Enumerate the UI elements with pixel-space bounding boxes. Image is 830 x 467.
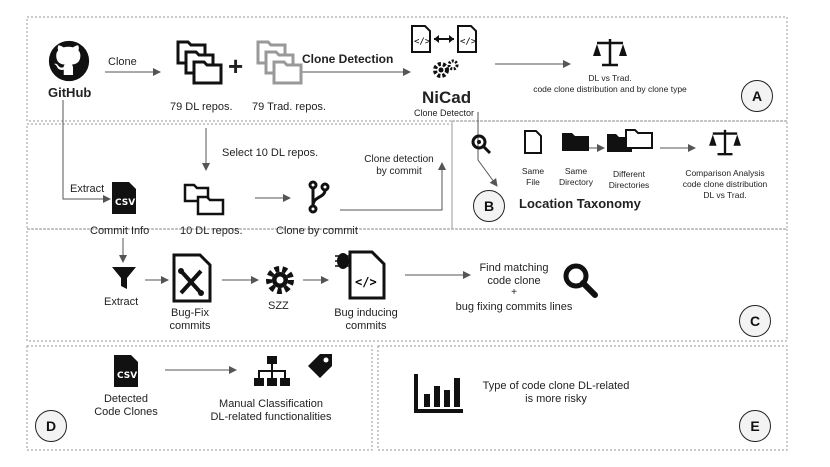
- search-icon: [563, 263, 598, 298]
- szz-label: SZZ: [268, 300, 289, 312]
- gear-icon: [433, 59, 459, 78]
- manual-line2: DL-related functionalities: [210, 411, 332, 423]
- clone-by-commit-label: Clone by commit: [276, 225, 358, 237]
- plus-sign: +: [228, 51, 244, 81]
- search-icon: [471, 134, 492, 155]
- detected-line2: Code Clones: [94, 406, 158, 418]
- filter-icon: [112, 267, 136, 289]
- github-label: GitHub: [48, 85, 92, 100]
- section-d-box: [26, 345, 373, 451]
- github-icon: [48, 40, 90, 82]
- svg-text:</>: </>: [355, 275, 377, 289]
- arrow-extract: [62, 100, 111, 203]
- arrow-nicad-to-b: [477, 112, 498, 187]
- section-c-badge: C: [739, 305, 771, 337]
- commit-info-label: Commit Info: [90, 225, 150, 237]
- section-c-box: [26, 228, 788, 342]
- same-file-line1: Same: [521, 166, 545, 176]
- svg-text:</>: </>: [414, 37, 431, 47]
- detected-line1: Detected: [103, 393, 149, 405]
- svg-text:</>: </>: [460, 37, 477, 47]
- section-a-box: [26, 16, 788, 122]
- dl-repos-label: 79 DL repos.: [170, 101, 233, 113]
- select-label: Select 10 DL repos.: [222, 147, 319, 159]
- same-dir-line2: Directory: [558, 177, 593, 187]
- hierarchy-icon: [254, 356, 290, 386]
- section-a-badge: A: [741, 80, 773, 112]
- comparison-line2: code clone distribution: [682, 179, 768, 189]
- csv-icon: CSV: [112, 182, 136, 214]
- section-e-badge: E: [739, 410, 771, 442]
- clone-detection-icon: </> </>: [411, 25, 477, 53]
- manual-line1: Manual Classification: [219, 398, 323, 410]
- comparison-line1: Comparison Analysis: [685, 168, 765, 178]
- same-file-line2: File: [526, 177, 540, 187]
- tag-icon: [308, 354, 332, 378]
- find-line4: bug fixing commits lines: [455, 301, 573, 313]
- folder-icon: [562, 133, 589, 151]
- section-e-line1: Type of code clone DL-related: [482, 380, 630, 392]
- bug-code-icon: </>: [335, 250, 386, 300]
- bug-fix-line2: commits: [169, 320, 211, 332]
- nicad-label: NiCad: [422, 88, 472, 107]
- clone-detection-label: Clone Detection: [302, 52, 394, 66]
- bug-inducing-line1: Bug inducing: [334, 307, 398, 319]
- folders-icon: [176, 40, 223, 85]
- section-e-box: [377, 345, 788, 451]
- bar-chart-icon: [414, 374, 463, 413]
- clone-detect-commit-line2: by commit: [376, 166, 422, 177]
- branch-icon: [308, 180, 330, 214]
- commit-box: [26, 123, 453, 230]
- section-e-line2: is more risky: [525, 393, 587, 405]
- find-line1: Find matching: [479, 262, 549, 274]
- scale-icon: [593, 39, 627, 67]
- find-line2: code clone: [487, 275, 541, 287]
- extract-c-label: Extract: [104, 296, 139, 308]
- comparison-line3: DL vs Trad.: [703, 190, 747, 200]
- same-dir-line1: Same: [564, 166, 588, 176]
- gear-icon: [266, 266, 294, 294]
- bug-inducing-line2: commits: [345, 320, 387, 332]
- diff-dirs-line1: Different: [613, 169, 645, 179]
- section-d-badge: D: [35, 410, 67, 442]
- folders-icon: [256, 40, 303, 85]
- folder-icon: [607, 129, 653, 152]
- result-a-line1: DL vs Trad.: [588, 73, 632, 83]
- svg-text:CSV: CSV: [115, 198, 135, 208]
- clone-detect-commit-line1: Clone detection: [364, 154, 434, 165]
- nicad-sub-label: Clone Detector: [414, 108, 475, 118]
- folders-icon: [183, 183, 225, 216]
- arrow-commit-to-detect: [340, 162, 446, 211]
- diff-dirs-line2: Directories: [608, 180, 650, 190]
- clone-label: Clone: [108, 56, 137, 68]
- result-a-line2: code clone distribution and by clone typ…: [533, 84, 687, 94]
- extract-label: Extract: [70, 183, 105, 195]
- trad-repos-label: 79 Trad. repos.: [252, 101, 326, 113]
- ten-dl-repos-label: 10 DL repos.: [180, 225, 243, 237]
- bug-fix-icon: [172, 253, 212, 303]
- section-b-badge: B: [473, 190, 505, 222]
- csv-icon: CSV: [114, 355, 138, 387]
- svg-text:CSV: CSV: [117, 371, 137, 381]
- location-taxonomy-title: Location Taxonomy: [519, 196, 641, 211]
- find-line3: +: [511, 287, 517, 298]
- file-icon: [524, 130, 542, 154]
- scale-icon: [709, 129, 741, 156]
- bug-fix-line1: Bug-Fix: [171, 307, 209, 319]
